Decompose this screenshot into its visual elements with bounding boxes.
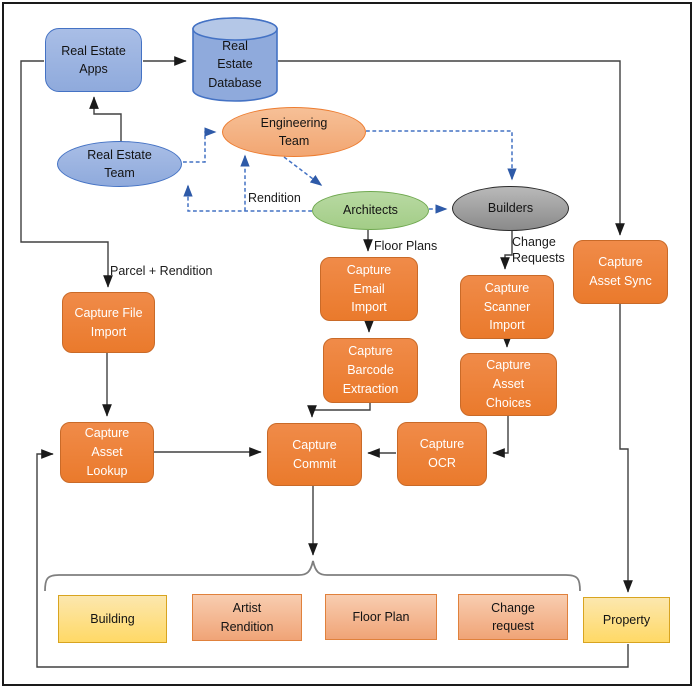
edge-property-to-asset-lookup: [36, 449, 629, 668]
node-building: Building: [58, 595, 167, 643]
node-capture-asset-lookup-label: Capture Asset Lookup: [84, 426, 130, 478]
node-capture-asset-choices: Capture Asset Choices: [460, 353, 557, 416]
node-capture-scanner-import-label: Capture Scanner Import: [483, 280, 531, 333]
node-builders-label: Builders: [487, 201, 534, 216]
edge-asset-choices-to-ocr: [492, 416, 509, 458]
node-floor-plan-label: Floor Plan: [352, 609, 410, 624]
node-property: Property: [583, 597, 670, 643]
node-architects-label: Architects: [343, 203, 398, 218]
edge-label-rendition: Rendition: [248, 191, 301, 205]
node-capture-email-import-label: Capture Email Import: [346, 262, 392, 315]
node-real-estate-team-label: Real Estate Team: [87, 147, 152, 180]
edge-apps-to-file-import: [20, 60, 113, 288]
node-engineering-team: Engineering Team: [222, 107, 366, 157]
node-capture-commit: Capture Commit: [267, 423, 362, 486]
node-real-estate-database-label: Real Estate Database: [208, 39, 262, 90]
node-artist-rendition-label: Artist Rendition: [220, 601, 274, 634]
node-capture-email-import: Capture Email Import: [320, 257, 418, 321]
node-capture-asset-lookup: Capture Asset Lookup: [60, 422, 154, 483]
node-capture-ocr-label: Capture OCR: [419, 437, 465, 470]
dashed-engineering-to-architects: [283, 156, 323, 186]
node-capture-asset-choices-label: Capture Asset Choices: [485, 358, 532, 410]
dashed-engineering-to-builders: [366, 130, 517, 181]
node-floor-plan: Floor Plan: [325, 594, 437, 640]
node-property-label: Property: [602, 612, 651, 627]
node-capture-scanner-import: Capture Scanner Import: [460, 275, 554, 339]
node-real-estate-database: Real Estate Database: [192, 17, 278, 102]
node-architects: Architects: [312, 191, 429, 230]
edge-label-floor-plans: Floor Plans: [374, 239, 438, 253]
outputs-brace: [44, 560, 581, 592]
node-real-estate-team: Real Estate Team: [57, 141, 182, 187]
node-artist-rendition: Artist Rendition: [192, 594, 302, 641]
database-cylinder-icon: [192, 17, 278, 102]
node-capture-commit-label: Capture Commit: [292, 437, 337, 471]
edge-builders-to-scanner-import: [500, 231, 513, 270]
node-capture-file-import-label: Capture File Import: [74, 305, 143, 339]
diagram-border: [2, 2, 692, 686]
node-capture-asset-sync: Capture Asset Sync: [573, 240, 668, 304]
edge-label-change-requests: Change Requests: [512, 235, 565, 265]
node-capture-barcode-extraction-label: Capture Barcode Extraction: [342, 344, 399, 396]
node-building-label: Building: [90, 611, 135, 626]
node-capture-file-import: Capture File Import: [62, 292, 155, 353]
edge-label-parcel-rendition: Parcel + Rendition: [110, 264, 213, 278]
node-change-request-label: Change request: [491, 600, 535, 633]
dashed-team-to-engineering: [183, 127, 217, 163]
edge-barcode-extraction-to-commit: [307, 403, 371, 418]
node-capture-asset-sync-label: Capture Asset Sync: [589, 255, 652, 288]
node-capture-ocr: Capture OCR: [397, 422, 487, 486]
node-real-estate-apps: Real Estate Apps: [45, 28, 142, 92]
edge-team-to-apps: [89, 96, 122, 146]
node-real-estate-apps-label: Real Estate Apps: [61, 43, 126, 76]
node-change-request: Change request: [458, 594, 568, 640]
node-capture-barcode-extraction: Capture Barcode Extraction: [323, 338, 418, 403]
edge-database-to-asset-sync: [278, 60, 625, 236]
node-builders: Builders: [452, 186, 569, 231]
dashed-architects-to-team-rendition: [183, 184, 312, 212]
node-engineering-team-label: Engineering Team: [260, 115, 328, 148]
edge-asset-sync-to-property: [619, 304, 633, 593]
